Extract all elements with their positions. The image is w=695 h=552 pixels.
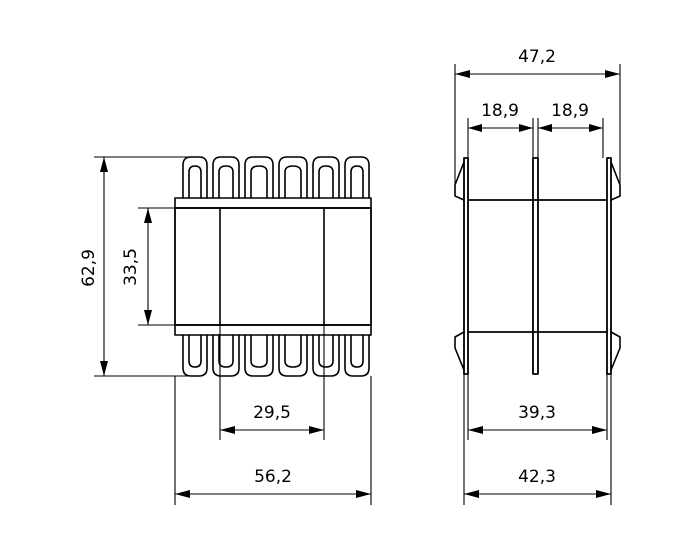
side-view-right-flange (606, 157, 612, 375)
dim-front-width-total-label: 56,2 (254, 467, 292, 487)
side-view-middle-flange (532, 157, 539, 375)
dim-side-inner-width: 39,3 (467, 374, 608, 440)
dim-side-section-left: 18,9 (467, 101, 534, 158)
dim-side-base-width-label: 42,3 (518, 467, 556, 487)
dim-side-inner-width-label: 39,3 (518, 403, 556, 423)
dim-side-width-total-label: 47,2 (518, 47, 556, 67)
dim-front-window-height: 33,5 (121, 207, 175, 326)
dim-front-window-width: 29,5 (219, 325, 325, 440)
front-view-top-pin-comb (182, 156, 370, 199)
dim-side-width-total: 47,2 (454, 47, 621, 185)
front-view: 62,9 33,5 29,5 56,2 (79, 156, 372, 505)
side-view: 47,2 18,9 18,9 39,3 (454, 47, 621, 505)
side-view-right-top-ear (610, 161, 621, 201)
front-view-bottom-pin-comb (182, 334, 370, 377)
dim-front-height-total-label: 62,9 (79, 249, 99, 287)
dim-front-width-total: 56,2 (174, 376, 372, 505)
front-view-body-outline (174, 207, 372, 326)
dim-side-section-right: 18,9 (537, 101, 604, 158)
dim-front-window-width-label: 29,5 (253, 403, 291, 423)
dim-side-section-right-label: 18,9 (551, 101, 589, 121)
dim-side-section-left-label: 18,9 (481, 101, 519, 121)
dim-front-window-height-label: 33,5 (121, 248, 141, 286)
front-view-top-flange-bar (174, 197, 372, 209)
side-view-right-bottom-ear (610, 331, 621, 371)
side-view-left-top-ear (454, 161, 465, 201)
side-view-left-bottom-ear (454, 331, 465, 371)
dim-side-base-width: 42,3 (463, 374, 612, 505)
dim-front-height-total: 62,9 (79, 156, 190, 377)
front-view-bottom-flange-bar (174, 324, 372, 336)
side-view-left-flange (463, 157, 469, 375)
